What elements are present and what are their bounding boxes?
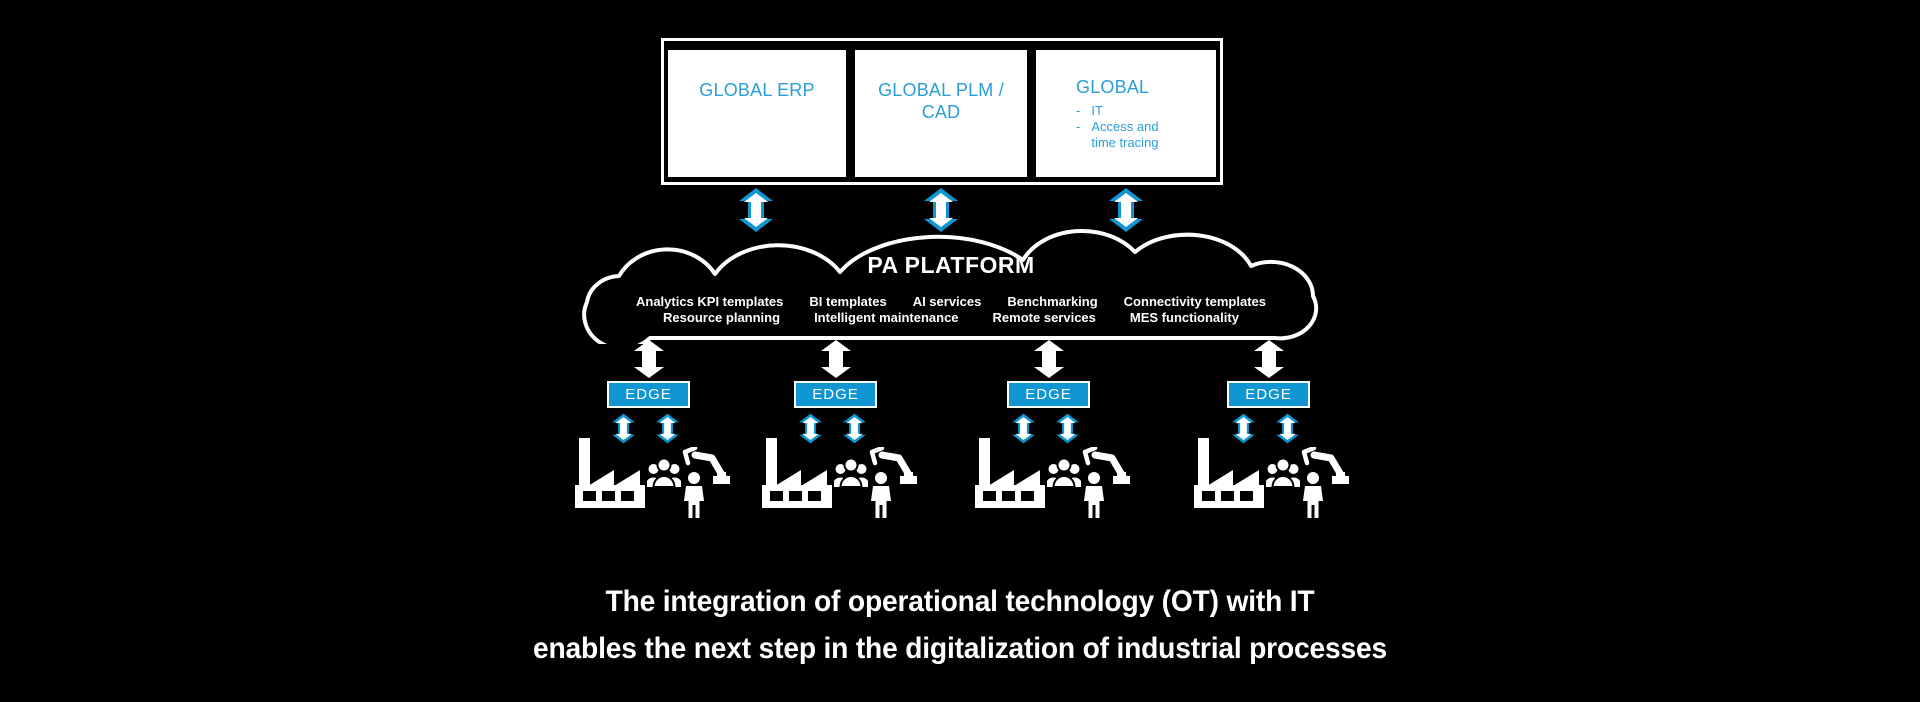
site-cluster-4 bbox=[1194, 438, 1354, 518]
white-double-arrow-icon bbox=[1034, 340, 1064, 378]
workers-icon bbox=[834, 457, 868, 487]
global-erp-box: GLOBAL ERP bbox=[668, 50, 846, 177]
global-it-bullet-list: - IT - Access and time tracing bbox=[1076, 103, 1210, 151]
cloud-services-row1: Analytics KPI templates BI templates AI … bbox=[575, 295, 1327, 309]
factory-icon bbox=[1194, 438, 1264, 508]
site-cluster-1 bbox=[575, 438, 735, 518]
service-label: BI templates bbox=[809, 294, 887, 309]
service-label: Connectivity templates bbox=[1123, 294, 1266, 309]
site-cluster-3 bbox=[975, 438, 1135, 518]
caption-line2: enables the next step in the digitalizat… bbox=[533, 632, 1387, 665]
bullet-dash: - bbox=[1076, 119, 1081, 134]
global-it-title: GLOBAL bbox=[1076, 77, 1150, 97]
white-double-arrow-icon bbox=[1254, 340, 1284, 378]
operator-icon bbox=[1083, 472, 1105, 518]
white-double-arrow-icon bbox=[634, 340, 664, 378]
bullet-dash: - bbox=[1076, 103, 1081, 118]
service-label: Resource planning bbox=[663, 310, 781, 325]
global-plm-title-line1: GLOBAL PLM / bbox=[878, 80, 1004, 100]
cloud-services-row2: Resource planning Intelligent maintenanc… bbox=[575, 311, 1327, 325]
workers-icon bbox=[1266, 457, 1300, 487]
operator-icon bbox=[870, 472, 892, 518]
edge-node-2: EDGE bbox=[794, 381, 877, 408]
service-label: MES functionality bbox=[1129, 310, 1239, 325]
edge-label: EDGE bbox=[1245, 386, 1292, 403]
bullet-text: IT bbox=[1091, 103, 1103, 118]
workers-icon bbox=[647, 457, 681, 487]
workers-icon bbox=[1047, 457, 1081, 487]
edge-label: EDGE bbox=[625, 386, 672, 403]
bullet-item: - Access and time tracing bbox=[1076, 119, 1210, 151]
global-plm-title-line2: CAD bbox=[921, 102, 961, 122]
operator-icon bbox=[683, 472, 705, 518]
global-it-box: GLOBAL - IT - Access and time tracing bbox=[1036, 50, 1216, 177]
service-label: Remote services bbox=[992, 310, 1096, 325]
edge-node-1: EDGE bbox=[607, 381, 690, 408]
factory-icon bbox=[762, 438, 832, 508]
site-cluster-2 bbox=[762, 438, 922, 518]
service-label: AI services bbox=[912, 294, 982, 309]
operator-icon bbox=[1302, 472, 1324, 518]
caption-line1: The integration of operational technolog… bbox=[605, 585, 1315, 618]
bullet-text: Access and time tracing bbox=[1091, 119, 1159, 150]
caption: The integration of operational technolog… bbox=[58, 578, 1863, 672]
global-systems-frame: GLOBAL ERP GLOBAL PLM / CAD GLOBAL - IT … bbox=[661, 38, 1223, 185]
factory-icon bbox=[975, 438, 1045, 508]
edge-node-4: EDGE bbox=[1227, 381, 1310, 408]
service-label: Intelligent maintenance bbox=[814, 310, 959, 325]
factory-icon bbox=[575, 438, 645, 508]
edge-label: EDGE bbox=[812, 386, 859, 403]
bullet-item: - IT bbox=[1076, 103, 1210, 119]
pa-platform-title: PA PLATFORM bbox=[867, 252, 1035, 278]
service-label: Benchmarking bbox=[1007, 294, 1098, 309]
white-double-arrow-icon bbox=[821, 340, 851, 378]
cloud-icon bbox=[582, 229, 1319, 344]
edge-node-3: EDGE bbox=[1007, 381, 1090, 408]
service-label: Analytics KPI templates bbox=[635, 294, 784, 309]
global-erp-title: GLOBAL ERP bbox=[699, 80, 815, 100]
global-plm-cad-box: GLOBAL PLM / CAD bbox=[855, 50, 1027, 177]
edge-label: EDGE bbox=[1025, 386, 1072, 403]
